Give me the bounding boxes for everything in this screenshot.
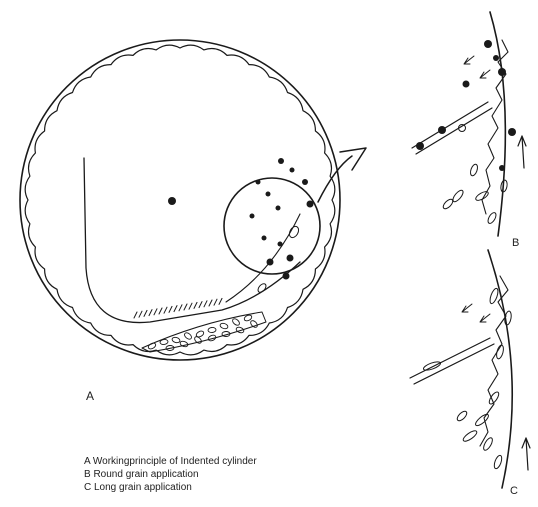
cylinder-axis-dot	[168, 197, 176, 205]
trough-grain	[219, 298, 222, 304]
pile-grain	[207, 334, 216, 342]
legend: A Workingprinciple of Indented cylinder …	[84, 456, 257, 493]
trough-grain	[169, 306, 172, 312]
pile-grain	[147, 342, 156, 350]
legend-item-b: B Round grain application	[84, 469, 199, 480]
pile-grain	[231, 317, 240, 326]
pile-grain	[208, 327, 216, 333]
pile-grain	[219, 322, 228, 329]
panel-c-trough-edge	[410, 338, 494, 384]
pile-grain	[171, 336, 180, 343]
trough-grain	[139, 311, 142, 317]
cylinder-outer-wall	[20, 40, 340, 360]
trough-grain	[204, 301, 207, 307]
trough-grain	[214, 299, 217, 305]
trough-grain	[184, 304, 187, 310]
pile-grain	[183, 332, 192, 341]
cylinder-panel-a: A	[20, 40, 366, 403]
label-b: B	[512, 237, 519, 249]
panel-c-long-grains	[423, 287, 513, 469]
trough-grain	[154, 309, 157, 315]
trough-grain	[134, 312, 137, 318]
trough-grain	[174, 306, 177, 312]
legend-item-a: A Workingprinciple of Indented cylinder	[84, 456, 257, 467]
detail-panel-c: C	[410, 250, 530, 497]
label-a: A	[86, 389, 94, 403]
detail-panel-b: B	[412, 12, 526, 249]
panel-b-cylinder-wall	[490, 12, 505, 236]
trough-grain	[149, 310, 152, 316]
collecting-trough	[84, 158, 300, 323]
trough-grain	[179, 305, 182, 311]
trough-grain	[189, 303, 192, 309]
trough-grain	[194, 302, 197, 308]
label-c: C	[510, 485, 518, 497]
panel-c-cylinder-wall	[488, 250, 512, 488]
trough-grain	[199, 302, 202, 308]
pile-grain	[160, 339, 169, 345]
trough-grain	[159, 308, 162, 314]
trough-grains	[134, 298, 222, 318]
grain-pile	[142, 312, 266, 352]
panel-b-indent-pockets	[482, 40, 508, 214]
trough-grain	[209, 300, 212, 306]
legend-item-c: C Long grain application	[84, 482, 192, 493]
panel-b-trough-edge	[412, 102, 492, 154]
panel-b-long-grains	[442, 163, 508, 224]
panel-c-motion-arrows	[462, 304, 530, 470]
trough-grain	[144, 310, 147, 316]
detail-arrow-head	[340, 148, 366, 170]
trough-grain	[164, 307, 167, 313]
